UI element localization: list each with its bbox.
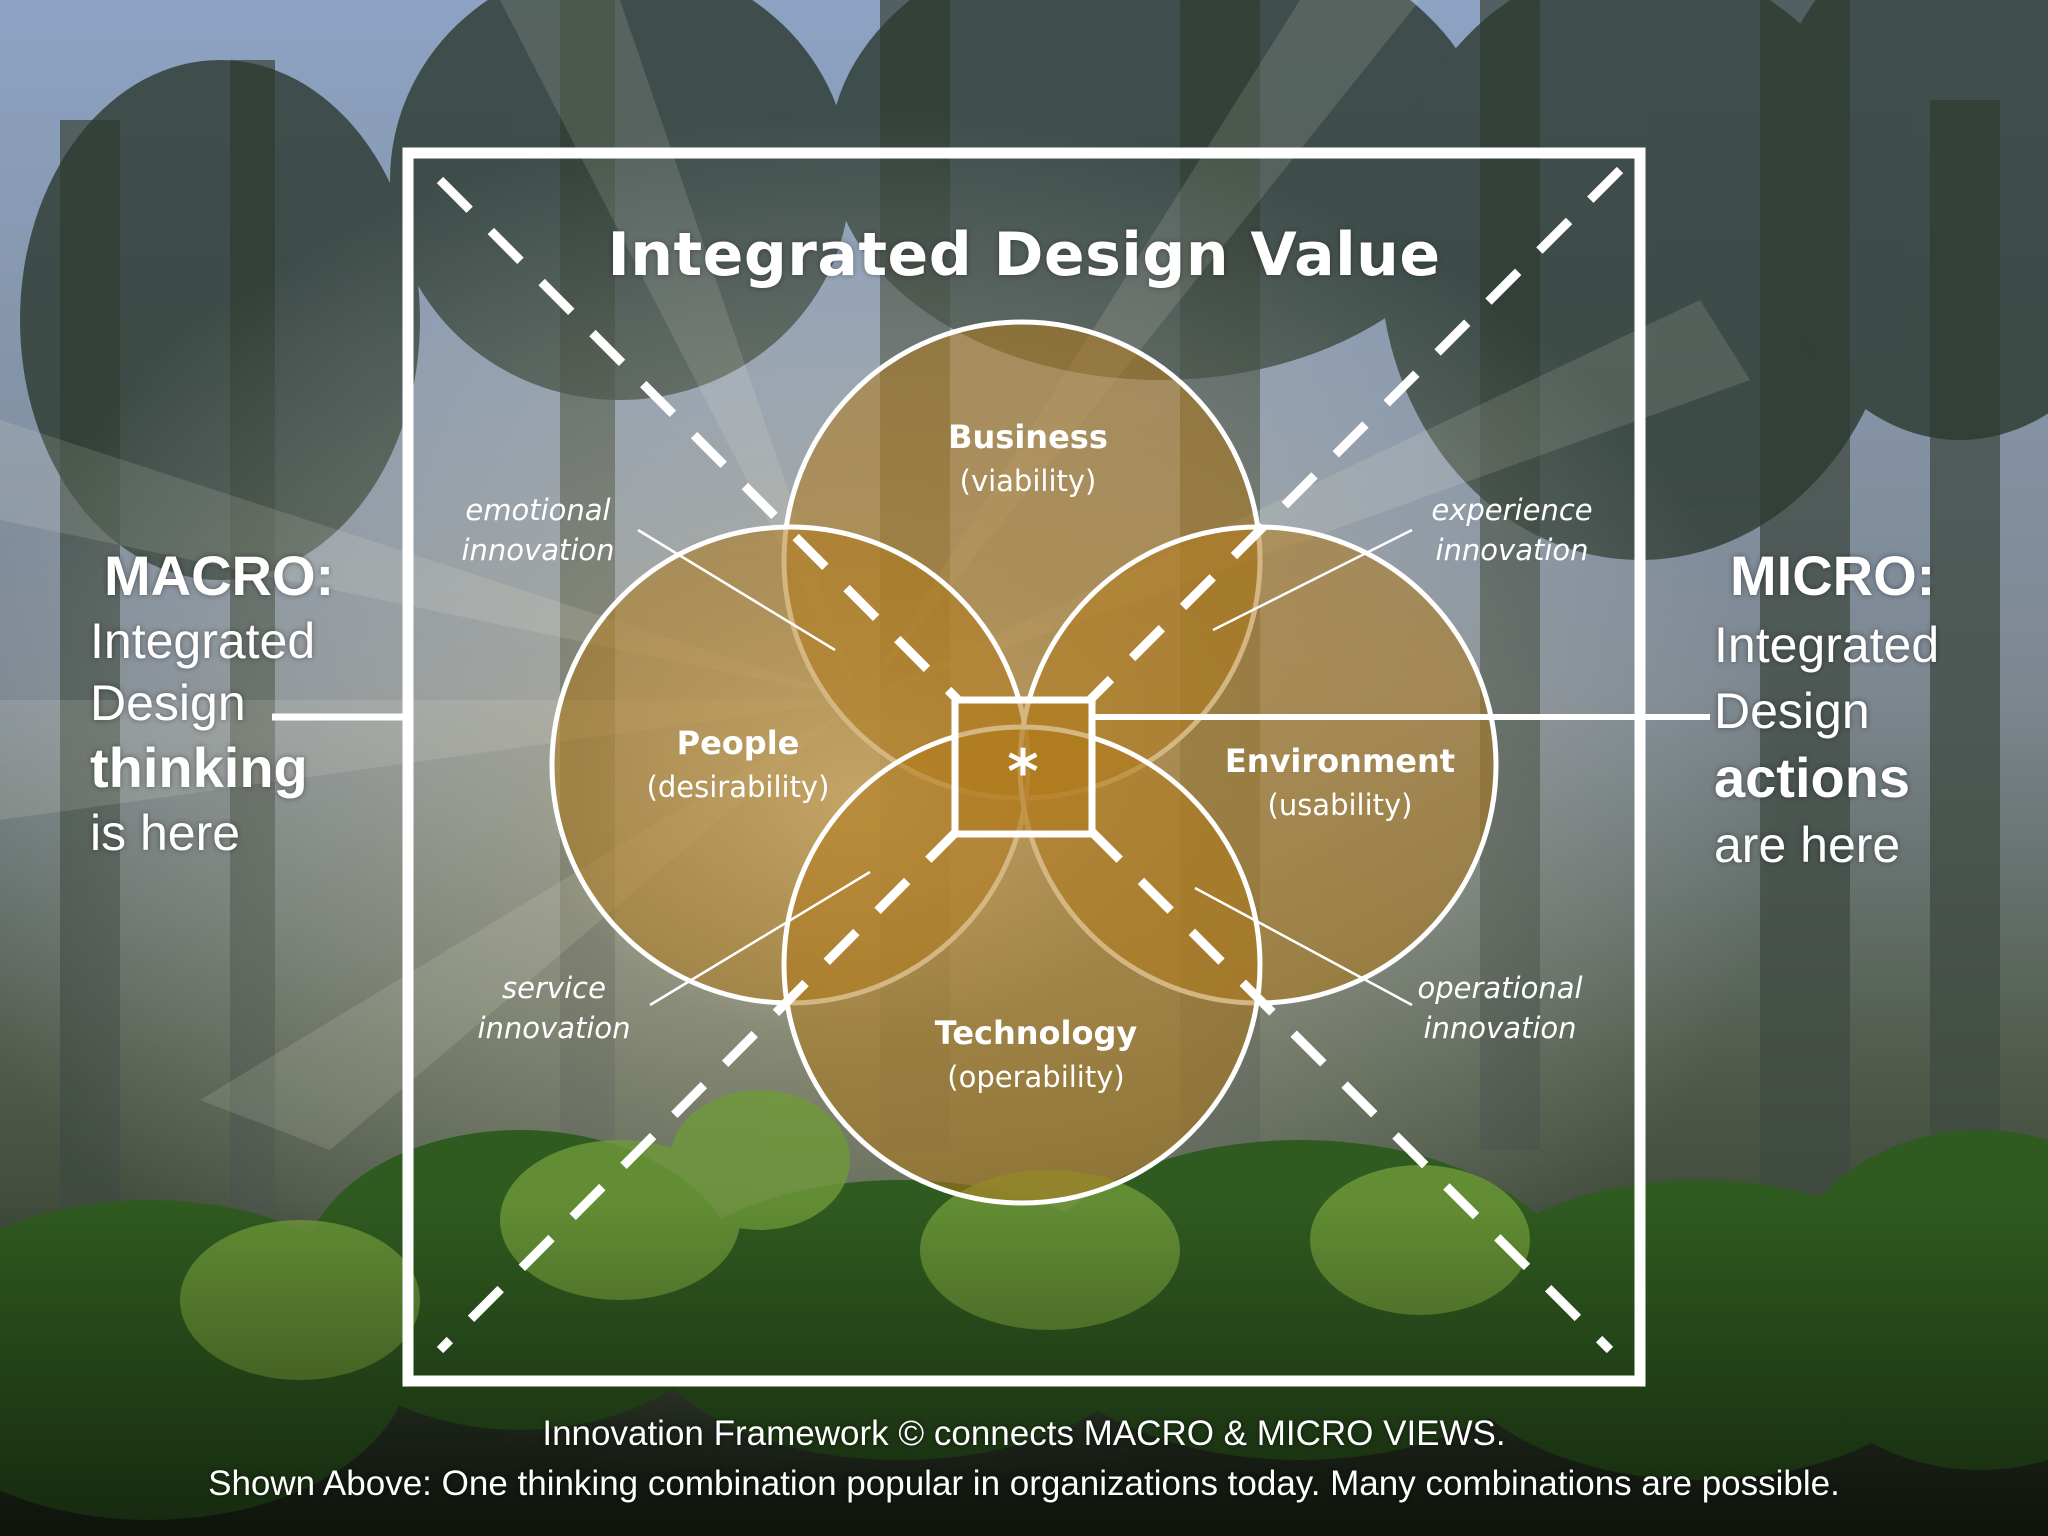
operational-innovation-label: operational innovation <box>1390 968 1610 1048</box>
environment-name: Environment <box>1224 742 1456 780</box>
people-label: People (desirability) <box>578 724 898 804</box>
people-name: People <box>676 724 800 762</box>
experience-word: experience <box>1431 493 1593 527</box>
caption-line-1: Innovation Framework © connects MACRO & … <box>542 1414 1506 1453</box>
emotional-word: emotional <box>465 493 611 527</box>
service-word: service <box>502 971 606 1005</box>
caption-line-2: Shown Above: One thinking combination po… <box>208 1464 1840 1503</box>
business-label: Business (viability) <box>868 418 1188 498</box>
macro-line1: Integrated <box>90 613 316 669</box>
outer-frame <box>402 147 1646 1387</box>
macro-heading: MACRO: <box>104 544 335 607</box>
micro-emphasis: actions <box>1714 746 1911 809</box>
macro-emphasis: thinking <box>90 736 308 799</box>
emotional-innovation-word: innovation <box>461 533 615 567</box>
emotional-pointer <box>637 528 836 652</box>
environment-label: Environment (usability) <box>1180 742 1500 822</box>
micro-line1: Integrated <box>1714 617 1940 673</box>
service-innovation-word: innovation <box>477 1011 631 1045</box>
technology-name: Technology <box>934 1014 1138 1052</box>
macro-block: MACRO: Integrated Design thinking is her… <box>90 544 335 861</box>
business-sub: (viability) <box>959 464 1097 498</box>
macro-line2: Design <box>90 675 246 731</box>
macro-tail: is here <box>90 805 241 861</box>
service-innovation-label: service innovation <box>444 968 664 1048</box>
experience-innovation-label: experience innovation <box>1402 490 1622 570</box>
experience-pointer <box>1212 528 1413 632</box>
micro-heading: MICRO: <box>1730 544 1936 607</box>
diagonal-top-left <box>436 176 962 704</box>
center-square <box>951 696 1096 838</box>
emotional-innovation-label: emotional innovation <box>428 490 648 570</box>
diagonal-top-right <box>1086 166 1624 704</box>
service-pointer <box>649 870 871 1007</box>
experience-innovation-word: innovation <box>1435 533 1589 567</box>
diagonal-bottom-right <box>1086 826 1614 1354</box>
micro-block: MICRO: Integrated Design actions are her… <box>1714 544 1940 873</box>
people-sub: (desirability) <box>646 770 830 804</box>
center-asterisk: * <box>1007 737 1039 807</box>
diagonal-bottom-left <box>436 826 962 1354</box>
operational-pointer <box>1194 886 1413 1007</box>
operational-word: operational <box>1417 971 1583 1005</box>
technology-sub: (operability) <box>947 1060 1125 1094</box>
environment-sub: (usability) <box>1267 788 1413 822</box>
operational-innovation-word: innovation <box>1423 1011 1577 1045</box>
micro-tail: are here <box>1714 817 1901 873</box>
technology-label: Technology (operability) <box>876 1014 1196 1094</box>
business-name: Business <box>948 418 1108 456</box>
micro-line2: Design <box>1714 683 1870 739</box>
diagram-title: Integrated Design Value <box>607 220 1441 290</box>
